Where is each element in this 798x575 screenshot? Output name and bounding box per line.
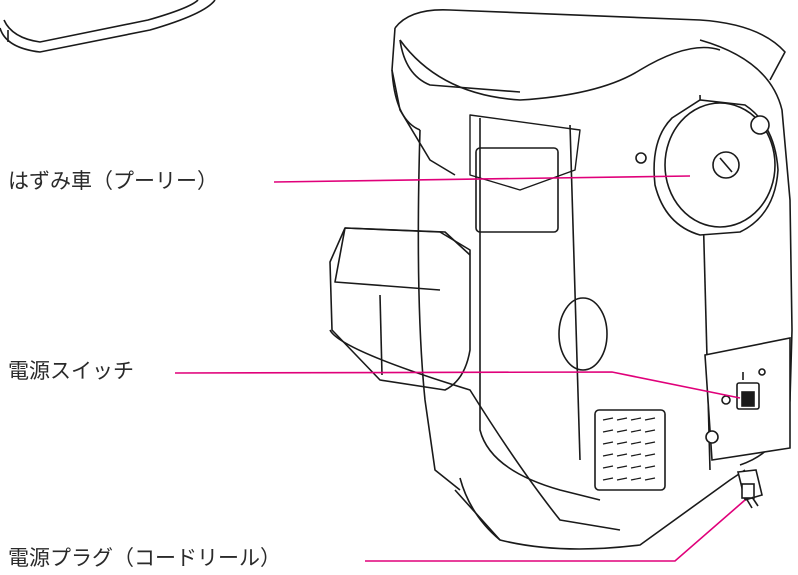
label-pulley: はずみ車（プーリー） xyxy=(8,169,218,193)
handwheel-pulley xyxy=(635,99,779,236)
leader-line-plug xyxy=(365,499,746,562)
accessory-case-fragment xyxy=(0,0,216,53)
sewing-machine-body xyxy=(329,9,793,550)
leader-lines xyxy=(174,175,746,562)
power-plug-assembly xyxy=(737,469,763,509)
power-switch-assembly xyxy=(704,337,791,461)
label-power-switch: 電源スイッチ xyxy=(8,359,134,383)
leader-line-pulley xyxy=(273,175,691,183)
label-power-plug: 電源プラグ（コードリール） xyxy=(8,546,281,570)
leader-line-switch xyxy=(174,371,741,399)
